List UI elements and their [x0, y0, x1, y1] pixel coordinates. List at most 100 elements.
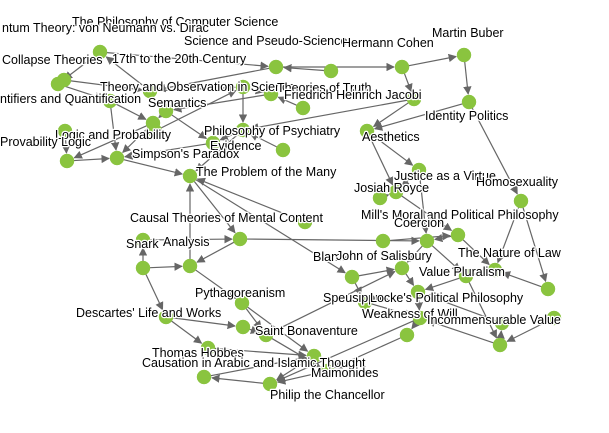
node-label[interactable]: Theory and Observation in Science	[99, 79, 297, 96]
node-label[interactable]: Theories of Truth	[276, 80, 373, 97]
node-label[interactable]: Causal Theories of Mental Content	[129, 210, 325, 227]
node-label[interactable]: Evidence	[209, 138, 263, 155]
graph-node[interactable]	[546, 310, 562, 326]
graph-node[interactable]	[450, 227, 466, 243]
node-label[interactable]: Snark	[125, 236, 161, 253]
graph-node[interactable]	[92, 44, 108, 60]
graph-node[interactable]	[399, 327, 415, 343]
node-label[interactable]: Simpson's Paradox	[131, 146, 242, 163]
node-label[interactable]: Provability Logic	[0, 134, 92, 151]
node-label[interactable]: Logic and Probability	[54, 127, 173, 144]
graph-node[interactable]	[182, 258, 198, 274]
node-label[interactable]: Identity Politics	[424, 108, 510, 125]
node-label[interactable]: Maimonides	[310, 365, 380, 382]
graph-node[interactable]	[232, 231, 248, 247]
graph-node[interactable]	[59, 153, 75, 169]
graph-node[interactable]	[275, 142, 291, 158]
node-label[interactable]: Coercion	[393, 215, 446, 232]
graph-node[interactable]	[57, 123, 73, 139]
graph-node[interactable]	[375, 233, 391, 249]
graph-node[interactable]	[540, 281, 556, 297]
node-label[interactable]: Causation in Arabic and Islamic Thought	[141, 355, 368, 372]
graph-node[interactable]	[461, 94, 477, 110]
node-label[interactable]: Philosophy of Psychiatry	[203, 123, 342, 140]
node-label[interactable]: ntum Theory: von Neumann vs. Dirac	[1, 20, 210, 37]
node-label[interactable]: Weakness of Will	[361, 306, 459, 323]
graph-node[interactable]	[235, 122, 251, 138]
node-label[interactable]: Martin Buber	[431, 25, 505, 42]
graph-node[interactable]	[411, 162, 427, 178]
graph-node[interactable]	[158, 103, 174, 119]
graph-node[interactable]	[200, 340, 216, 356]
graph-node[interactable]	[357, 294, 373, 310]
node-label[interactable]: 17th to the 20th Century	[111, 51, 248, 68]
node-label[interactable]: Justice as a Virtue	[393, 168, 497, 185]
graph-node[interactable]	[412, 310, 428, 326]
node-label[interactable]: Mill's Moral and Political Philosophy	[360, 207, 561, 224]
node-label[interactable]: Semantics	[147, 95, 208, 112]
graph-node[interactable]	[410, 284, 426, 300]
graph-node[interactable]	[295, 100, 311, 116]
graph-edge	[110, 107, 120, 151]
node-label[interactable]: Analysis	[162, 234, 211, 251]
node-label[interactable]: Hermann Cohen	[341, 35, 435, 52]
graph-node[interactable]	[205, 135, 221, 151]
graph-node[interactable]	[263, 86, 279, 102]
graph-node[interactable]	[147, 123, 163, 139]
graph-node[interactable]	[102, 93, 118, 109]
node-label[interactable]: Friedrich Heinrich Jacobi	[283, 87, 423, 104]
graph-node[interactable]	[142, 83, 158, 99]
graph-node[interactable]	[388, 184, 404, 200]
graph-node[interactable]	[456, 47, 472, 63]
graph-node[interactable]	[492, 337, 508, 353]
graph-node[interactable]	[297, 214, 313, 230]
graph-node[interactable]	[182, 168, 198, 184]
graph-node[interactable]	[135, 232, 151, 248]
graph-node[interactable]	[196, 369, 212, 385]
graph-node[interactable]	[234, 295, 250, 311]
node-label[interactable]: John of Salisbury	[335, 248, 434, 265]
graph-node[interactable]	[235, 319, 251, 335]
node-label[interactable]: Blame	[312, 249, 350, 266]
graph-node[interactable]	[262, 376, 278, 392]
graph-node[interactable]	[394, 59, 410, 75]
node-label[interactable]: Pythagoreanism	[194, 285, 287, 302]
graph-node[interactable]	[158, 309, 174, 325]
graph-node[interactable]	[135, 260, 151, 276]
graph-node[interactable]	[419, 233, 435, 249]
node-label[interactable]: Saint Bonaventure	[254, 323, 359, 340]
graph-node[interactable]	[344, 269, 360, 285]
graph-node[interactable]	[235, 79, 251, 95]
graph-node[interactable]	[359, 123, 375, 139]
node-label[interactable]: Philip the Chancellor	[269, 387, 386, 404]
node-label[interactable]: Incommensurable Value	[426, 312, 562, 329]
graph-node[interactable]	[319, 363, 335, 379]
node-label[interactable]: The Problem of the Many	[195, 164, 339, 181]
graph-node[interactable]	[56, 72, 72, 88]
graph-node[interactable]	[394, 260, 410, 276]
graph-node[interactable]	[494, 315, 510, 331]
node-label[interactable]: ntifiers and Quantification	[0, 91, 142, 108]
graph-node[interactable]	[406, 91, 422, 107]
graph-node[interactable]	[268, 59, 284, 75]
graph-node[interactable]	[323, 63, 339, 79]
node-label[interactable]: Locke's Political Philosophy	[369, 290, 525, 307]
node-label[interactable]: Descartes' Life and Works	[75, 305, 223, 322]
node-label[interactable]: Homosexuality	[475, 174, 560, 191]
graph-node[interactable]	[487, 262, 503, 278]
node-label[interactable]: Aesthetics	[361, 129, 421, 146]
graph-node[interactable]	[372, 190, 388, 206]
graph-node[interactable]	[306, 348, 322, 364]
node-label[interactable]: The Philosophy of Computer Science	[71, 14, 280, 31]
node-label[interactable]: Speusippus	[322, 290, 390, 307]
node-label[interactable]: Collapse Theories	[1, 52, 104, 69]
graph-node[interactable]	[109, 150, 125, 166]
node-label[interactable]: The Nature of Law	[457, 245, 563, 262]
node-label[interactable]: Josiah Royce	[353, 180, 431, 197]
graph-node[interactable]	[513, 193, 529, 209]
graph-node[interactable]	[458, 268, 474, 284]
node-label[interactable]: Value Pluralism	[418, 264, 506, 281]
graph-node[interactable]	[258, 327, 274, 343]
node-label[interactable]: Science and Pseudo-Science	[183, 33, 349, 50]
node-label[interactable]: Thomas Hobbes	[151, 345, 245, 362]
